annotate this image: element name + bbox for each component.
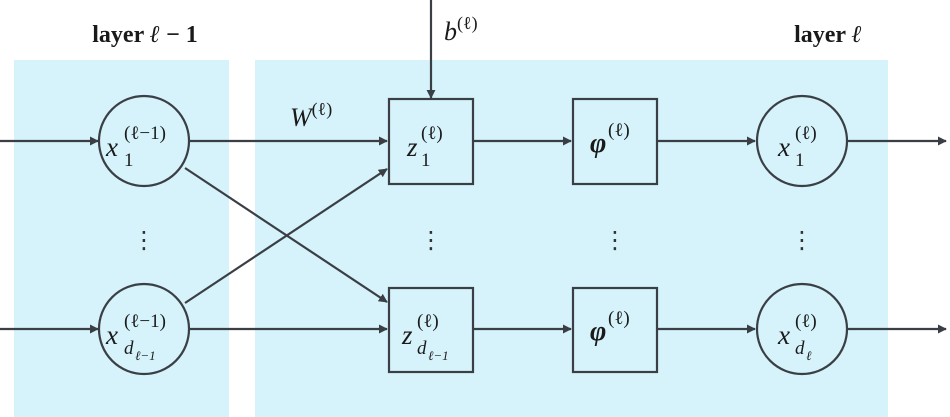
node-xd-prev [97, 282, 191, 376]
node-xd-cur [755, 282, 849, 376]
svg-text:x: x [105, 320, 118, 350]
svg-text:d: d [124, 338, 134, 359]
svg-text:z: z [401, 320, 413, 350]
edge-xd-z1 [184, 168, 388, 304]
label-x1-prev: x (ℓ−1) 1 [105, 123, 166, 171]
svg-text:(ℓ): (ℓ) [417, 311, 439, 332]
svg-text:φ: φ [590, 128, 606, 159]
node-phid [571, 286, 659, 374]
label-phid: φ (ℓ) [590, 308, 630, 347]
svg-text:1: 1 [124, 150, 134, 171]
svg-text:x: x [777, 320, 790, 350]
svg-text:(ℓ): (ℓ) [795, 311, 817, 332]
ellipsis-prev: ⋮ [132, 226, 156, 254]
label-x1-cur: x (ℓ) 1 [777, 123, 817, 171]
node-x1-prev [97, 94, 191, 188]
svg-text:x: x [105, 132, 118, 162]
svg-text:d: d [417, 338, 427, 359]
layer-cur-title: layer ℓ [794, 22, 862, 48]
svg-text:(ℓ−1): (ℓ−1) [124, 123, 166, 144]
ellipsis-z: ⋮ [419, 226, 443, 254]
layer-prev-title: layer ℓ − 1 [92, 22, 198, 48]
label-xd-cur: x (ℓ) d ℓ [777, 311, 817, 363]
svg-text:(ℓ): (ℓ) [795, 123, 817, 144]
svg-text:z: z [406, 132, 418, 162]
node-zd [387, 286, 475, 374]
label-z1: z (ℓ) 1 [406, 123, 443, 171]
svg-text:d: d [795, 338, 805, 359]
label-xd-prev: x (ℓ−1) d ℓ−1 [105, 311, 166, 363]
svg-text:(ℓ): (ℓ) [421, 123, 443, 144]
svg-text:ℓ−1: ℓ−1 [135, 348, 156, 363]
svg-text:(ℓ−1): (ℓ−1) [124, 311, 166, 332]
label-phi1: φ (ℓ) [590, 120, 630, 159]
weight-label: W(ℓ) [290, 99, 332, 132]
node-z1 [387, 97, 475, 186]
svg-text:1: 1 [795, 150, 805, 171]
svg-text:ℓ−1: ℓ−1 [428, 348, 449, 363]
svg-text:x: x [777, 132, 790, 162]
svg-text:(ℓ): (ℓ) [608, 308, 630, 329]
svg-text:(ℓ): (ℓ) [608, 120, 630, 141]
node-phi1 [571, 97, 659, 186]
svg-text:ℓ: ℓ [806, 348, 812, 363]
label-zd: z (ℓ) d ℓ−1 [401, 311, 449, 363]
svg-text:1: 1 [421, 150, 431, 171]
ellipsis-phi: ⋮ [603, 226, 627, 254]
ellipsis-x-cur: ⋮ [790, 226, 814, 254]
svg-text:φ: φ [590, 316, 606, 347]
bias-label: b(ℓ) [444, 13, 478, 46]
node-x1-cur [755, 94, 849, 188]
